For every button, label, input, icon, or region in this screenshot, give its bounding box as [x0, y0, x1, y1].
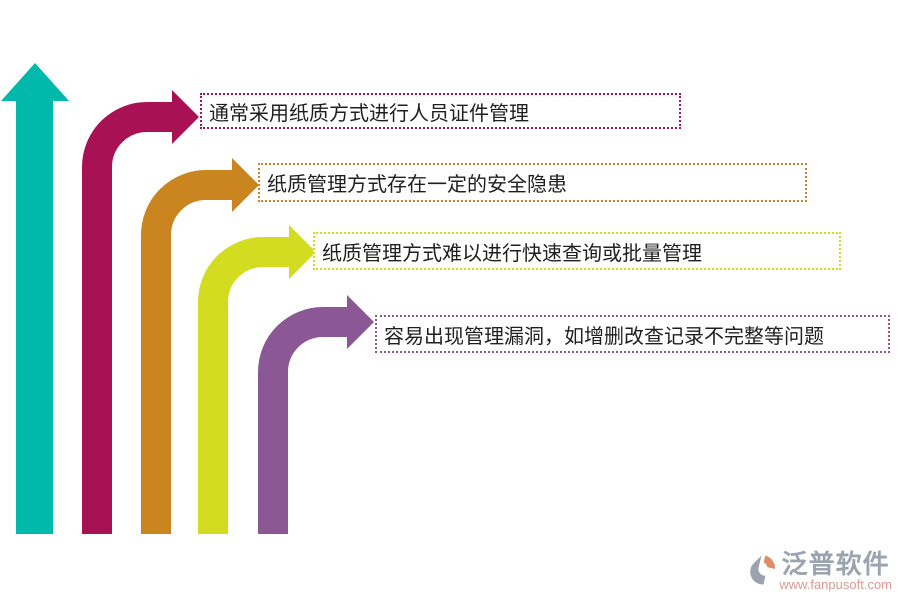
- fanpu-watermark: 泛普软件 www.fanpusoft.com: [750, 550, 892, 592]
- label-box-1: 通常采用纸质方式进行人员证件管理: [200, 93, 681, 129]
- label-box-3: 纸质管理方式难以进行快速查询或批量管理: [313, 232, 841, 270]
- axis-up-arrow: [1, 63, 69, 534]
- bent-arrow-4-head: [347, 295, 374, 349]
- bent-arrow-1-shaft: [82, 102, 172, 534]
- bent-arrow-2-shaft: [141, 170, 232, 534]
- fanpu-logo-icon: [750, 555, 776, 585]
- label-text-2: 纸质管理方式存在一定的安全隐患: [267, 174, 567, 196]
- label-box-2: 纸质管理方式存在一定的安全隐患: [258, 163, 807, 202]
- label-text-1: 通常采用纸质方式进行人员证件管理: [209, 102, 529, 125]
- label-box-4: 容易出现管理漏洞，如增删改查记录不完整等问题: [375, 315, 890, 353]
- label-text-3: 纸质管理方式难以进行快速查询或批量管理: [322, 242, 702, 265]
- bent-arrow-3-shaft: [198, 237, 289, 534]
- bent-arrow-4-shaft: [258, 307, 347, 534]
- bent-arrow-1-head: [172, 90, 199, 144]
- label-text-4: 容易出现管理漏洞，如增删改查记录不完整等问题: [384, 325, 824, 348]
- bent-arrow-1: [82, 90, 199, 534]
- fanpu-brand-text: 泛普软件: [781, 549, 890, 579]
- bent-arrow-4: [258, 295, 374, 534]
- bent-arrow-3: [198, 225, 316, 534]
- bent-arrow-2: [141, 158, 259, 534]
- fanpu-url-text: www.fanpusoft.com: [779, 577, 892, 592]
- bent-arrow-3-head: [289, 225, 316, 279]
- bent-arrow-2-head: [232, 158, 259, 212]
